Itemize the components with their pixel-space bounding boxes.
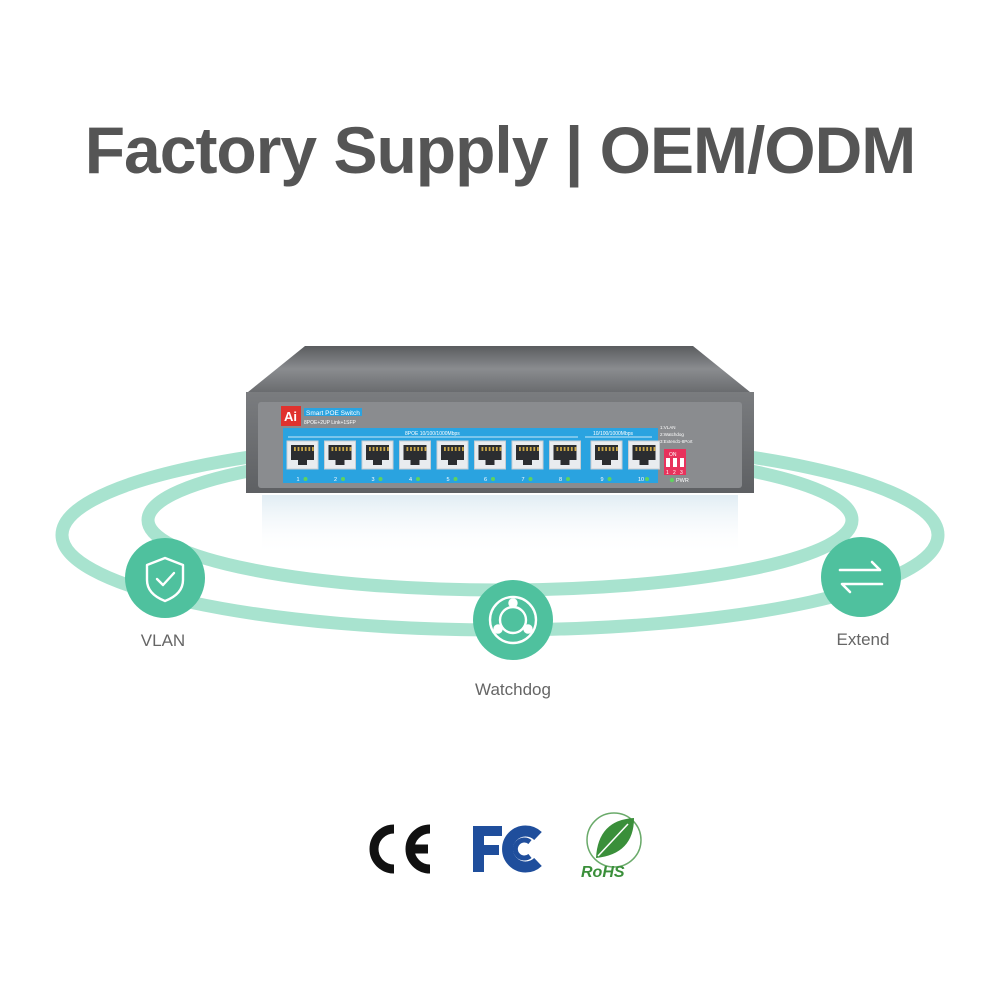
port-led bbox=[566, 477, 570, 481]
port-led bbox=[645, 477, 649, 481]
rj45-port[interactable] bbox=[361, 440, 394, 470]
headline: Factory Supply | OEM/ODM bbox=[84, 113, 917, 187]
port-number: 4 bbox=[409, 477, 412, 483]
rj45-port[interactable] bbox=[286, 440, 319, 470]
ce-mark-icon bbox=[369, 824, 431, 874]
port-led bbox=[453, 477, 458, 481]
dip-note-1: 1:VLAN bbox=[660, 425, 676, 430]
port-led bbox=[416, 477, 420, 481]
port-number: 2 bbox=[334, 477, 337, 483]
feature-label-vlan: VLAN bbox=[140, 631, 186, 650]
dip-on-label: ON bbox=[669, 452, 677, 458]
rohs-label: RoHS bbox=[581, 864, 625, 881]
rj45-port[interactable] bbox=[511, 440, 544, 470]
port-led bbox=[378, 477, 383, 481]
port-number: 10 bbox=[638, 477, 644, 483]
port-number: 1 bbox=[297, 477, 300, 483]
dip-note-3: 3:Extend1-8Port bbox=[660, 439, 693, 444]
rj45-port[interactable] bbox=[399, 440, 431, 470]
watchdog-icon bbox=[488, 595, 538, 645]
switch-top-lid bbox=[248, 346, 750, 392]
pwr-led bbox=[669, 477, 675, 483]
feature-label-watchdog: Watchdog bbox=[475, 680, 551, 699]
port-number: 7 bbox=[522, 477, 525, 483]
rj45-port[interactable] bbox=[628, 440, 660, 470]
shield-check-icon bbox=[145, 556, 185, 603]
feature-watchdog bbox=[473, 580, 553, 660]
fcc-mark-icon bbox=[473, 825, 542, 873]
port-led bbox=[303, 477, 308, 481]
rj45-ports: 1 2 3 4 5 6 7 8 9 10 bbox=[286, 440, 660, 483]
pwr-label: PWR bbox=[676, 478, 689, 484]
port-led bbox=[607, 477, 612, 481]
poe-group-label: 8POE 10/100/1000Mbps bbox=[405, 431, 460, 437]
rj45-port[interactable] bbox=[474, 440, 506, 470]
port-number: 6 bbox=[484, 477, 487, 483]
dip-number-3: 3 bbox=[680, 470, 683, 476]
port-number: 5 bbox=[447, 477, 450, 483]
dip-number-1: 1 bbox=[666, 470, 669, 476]
port-number: 8 bbox=[559, 477, 562, 483]
switch-device: Ai Smart POE Switch 8POE+2UP Link+1SFP 8… bbox=[246, 346, 754, 493]
rj45-port[interactable] bbox=[324, 440, 356, 470]
port-led bbox=[528, 477, 533, 481]
model-subtitle: 8POE+2UP Link+1SFP bbox=[304, 420, 357, 426]
port-led bbox=[491, 477, 495, 481]
rj45-port[interactable] bbox=[590, 440, 623, 470]
switch-reflection bbox=[262, 495, 738, 555]
dip-note-2: 2:Watchdog bbox=[660, 432, 684, 437]
rj45-port[interactable] bbox=[436, 440, 469, 470]
port-number: 9 bbox=[601, 477, 604, 483]
rj45-port[interactable] bbox=[549, 440, 581, 470]
port-number: 3 bbox=[372, 477, 375, 483]
feature-vlan bbox=[125, 538, 205, 618]
feature-extend bbox=[821, 537, 901, 617]
rohs-leaf-icon: RoHS bbox=[581, 812, 642, 881]
feature-label-extend: Extend bbox=[836, 630, 890, 649]
uplink-group-label: 10/100/1000Mbps bbox=[593, 431, 634, 437]
dip-number-2: 2 bbox=[673, 470, 676, 476]
brand-logo bbox=[281, 406, 301, 426]
brand-logo-text: Ai bbox=[284, 409, 297, 424]
model-title: Smart POE Switch bbox=[306, 410, 360, 417]
port-led bbox=[341, 477, 345, 481]
exchange-arrows-icon bbox=[838, 560, 884, 594]
